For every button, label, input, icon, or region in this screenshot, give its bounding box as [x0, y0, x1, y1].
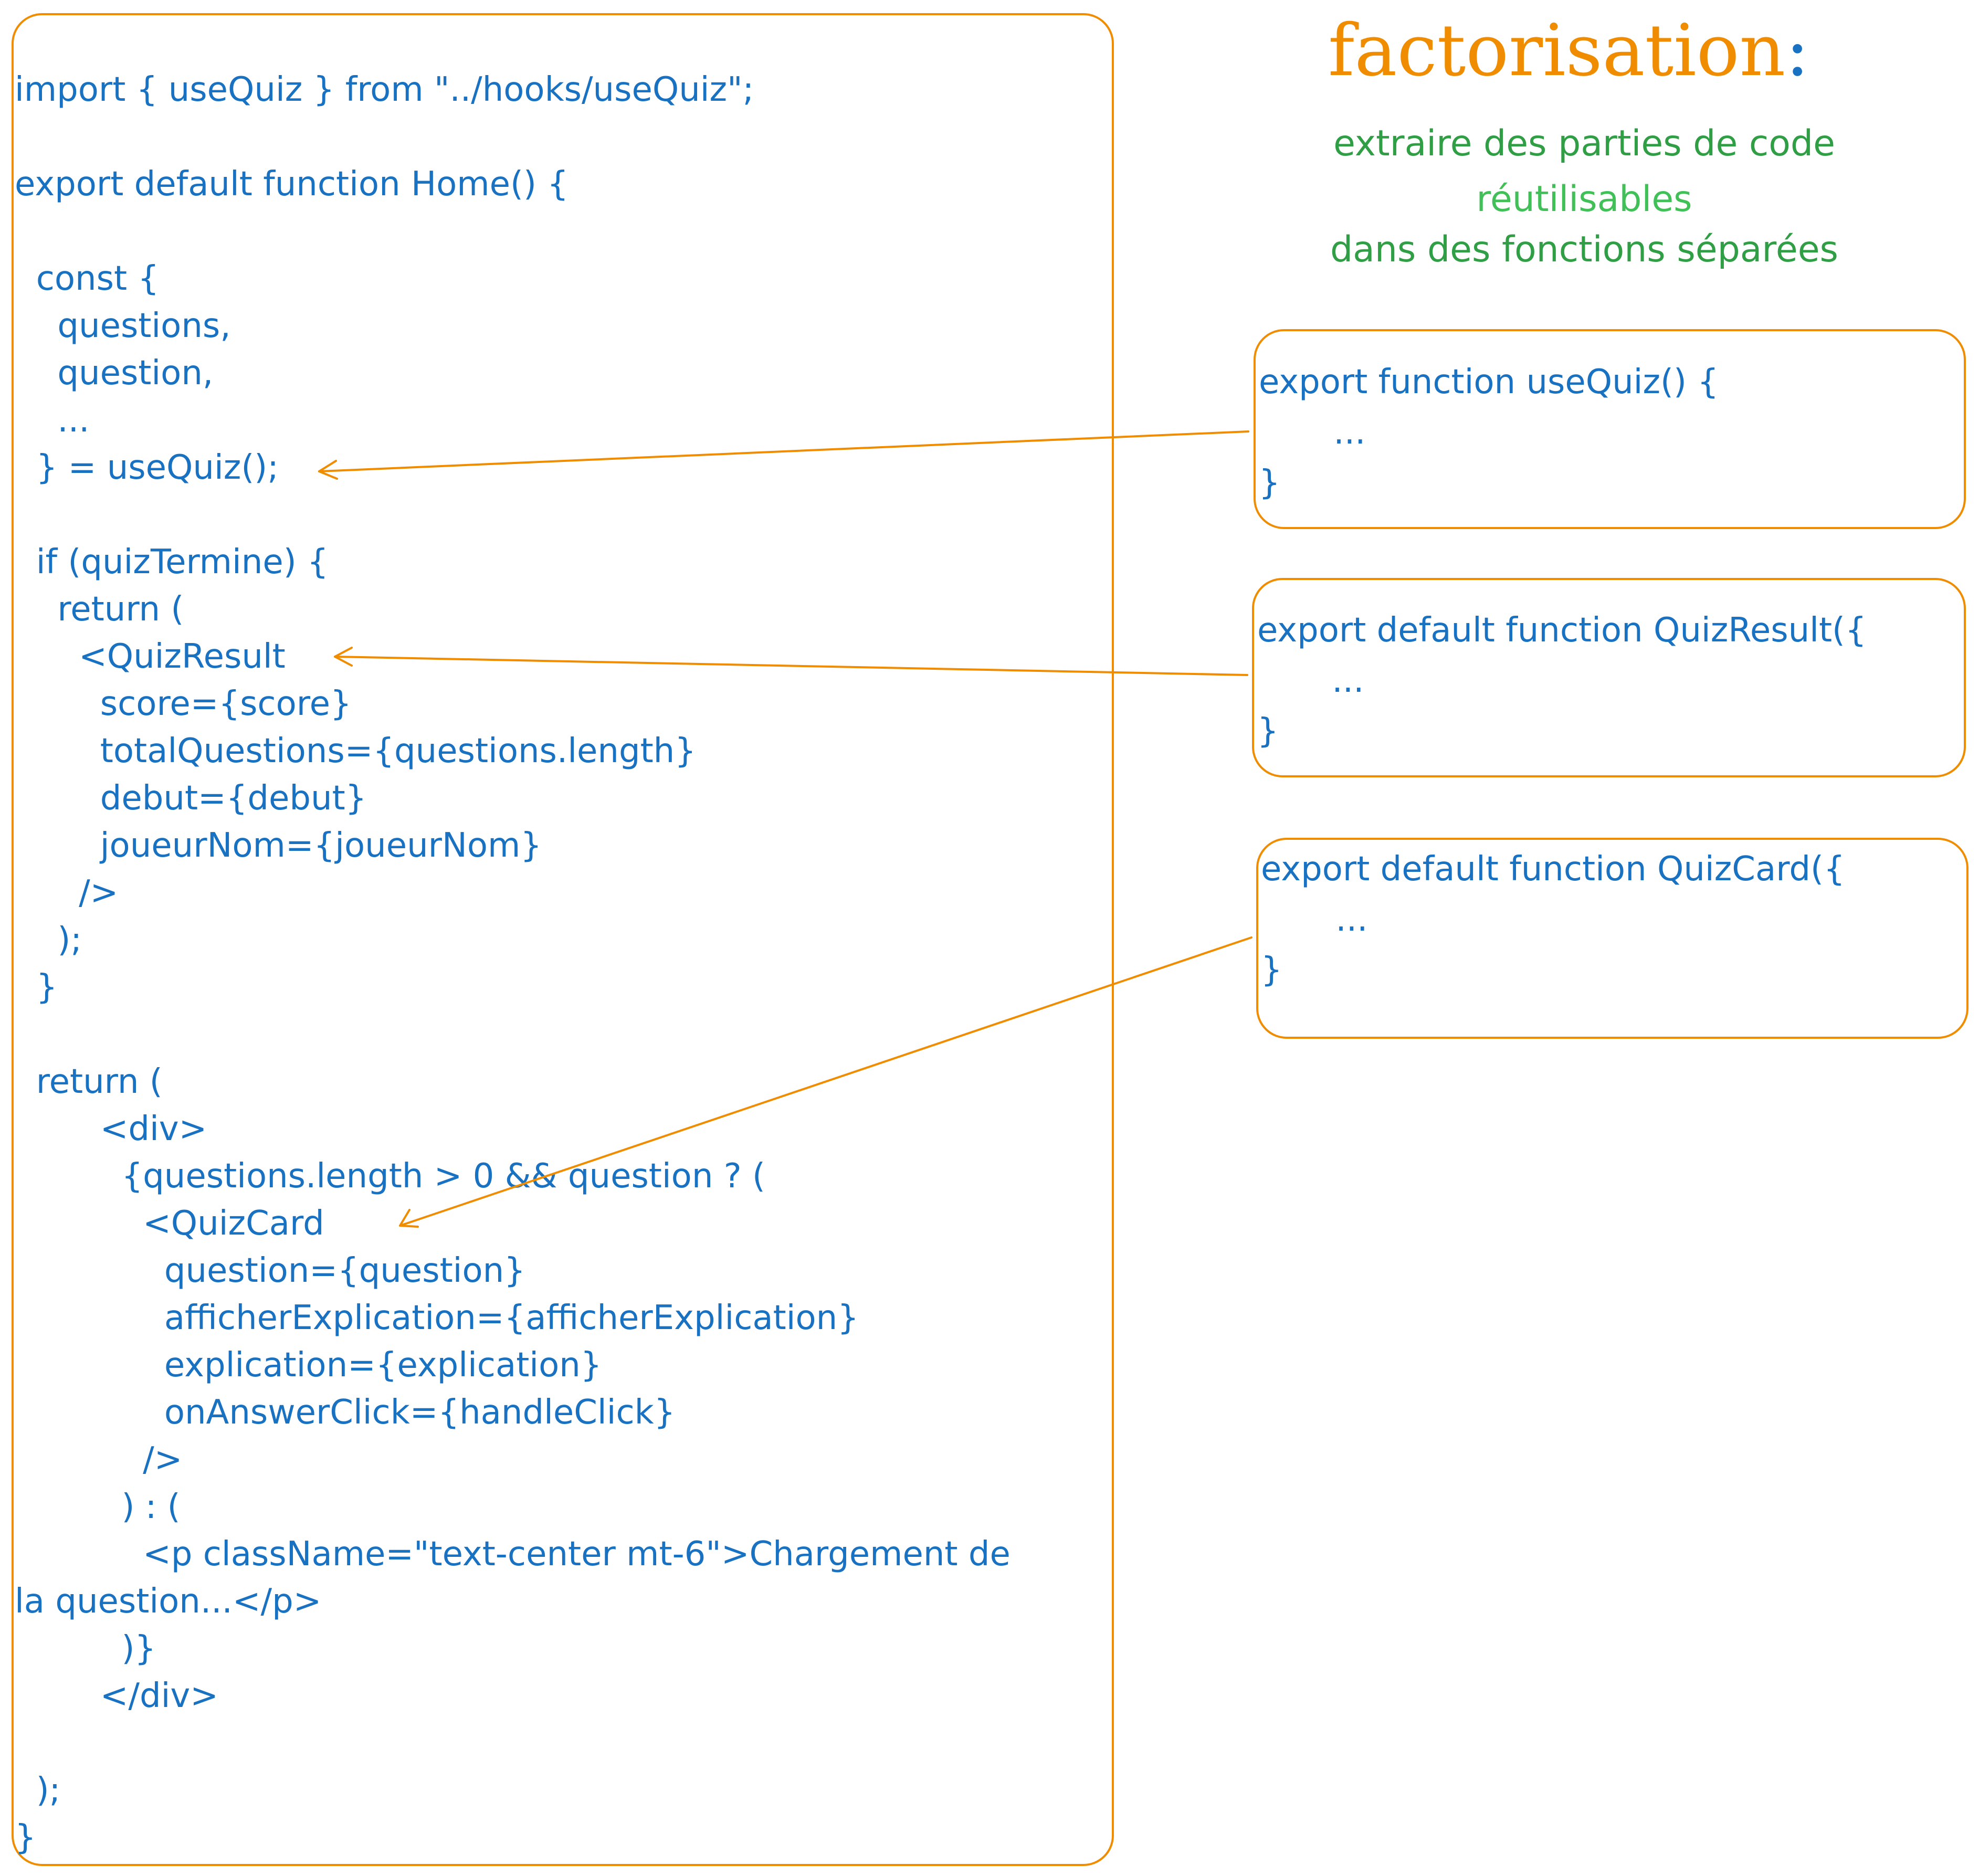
title-text: factorisation — [1328, 9, 1786, 92]
title-colon: : — [1785, 9, 1809, 92]
main-code-box — [12, 13, 1114, 1866]
page-title: factorisation: — [1328, 9, 1809, 92]
subtitle-line-3: dans des fonctions séparées — [1330, 229, 1838, 270]
arrow-quizresult — [334, 647, 1248, 676]
arrow-quizcard — [399, 936, 1252, 1228]
subtitle-line-1: extraire des parties de code — [1333, 123, 1835, 164]
usequiz-box — [1254, 329, 1966, 529]
subtitle-line-2: réutilisables — [1476, 178, 1692, 220]
quizcard-box — [1256, 838, 1969, 1039]
quizresult-code: export default function QuizResult({ ...… — [1257, 611, 1867, 751]
quizresult-box — [1252, 578, 1966, 777]
home-component-code: import { useQuiz } from "../hooks/useQui… — [15, 70, 1010, 1857]
arrow-usequiz — [318, 430, 1249, 480]
quizcard-code: export default function QuizCard({ ... } — [1261, 850, 1845, 989]
usequiz-code: export function useQuiz() { ... } — [1259, 363, 1719, 502]
